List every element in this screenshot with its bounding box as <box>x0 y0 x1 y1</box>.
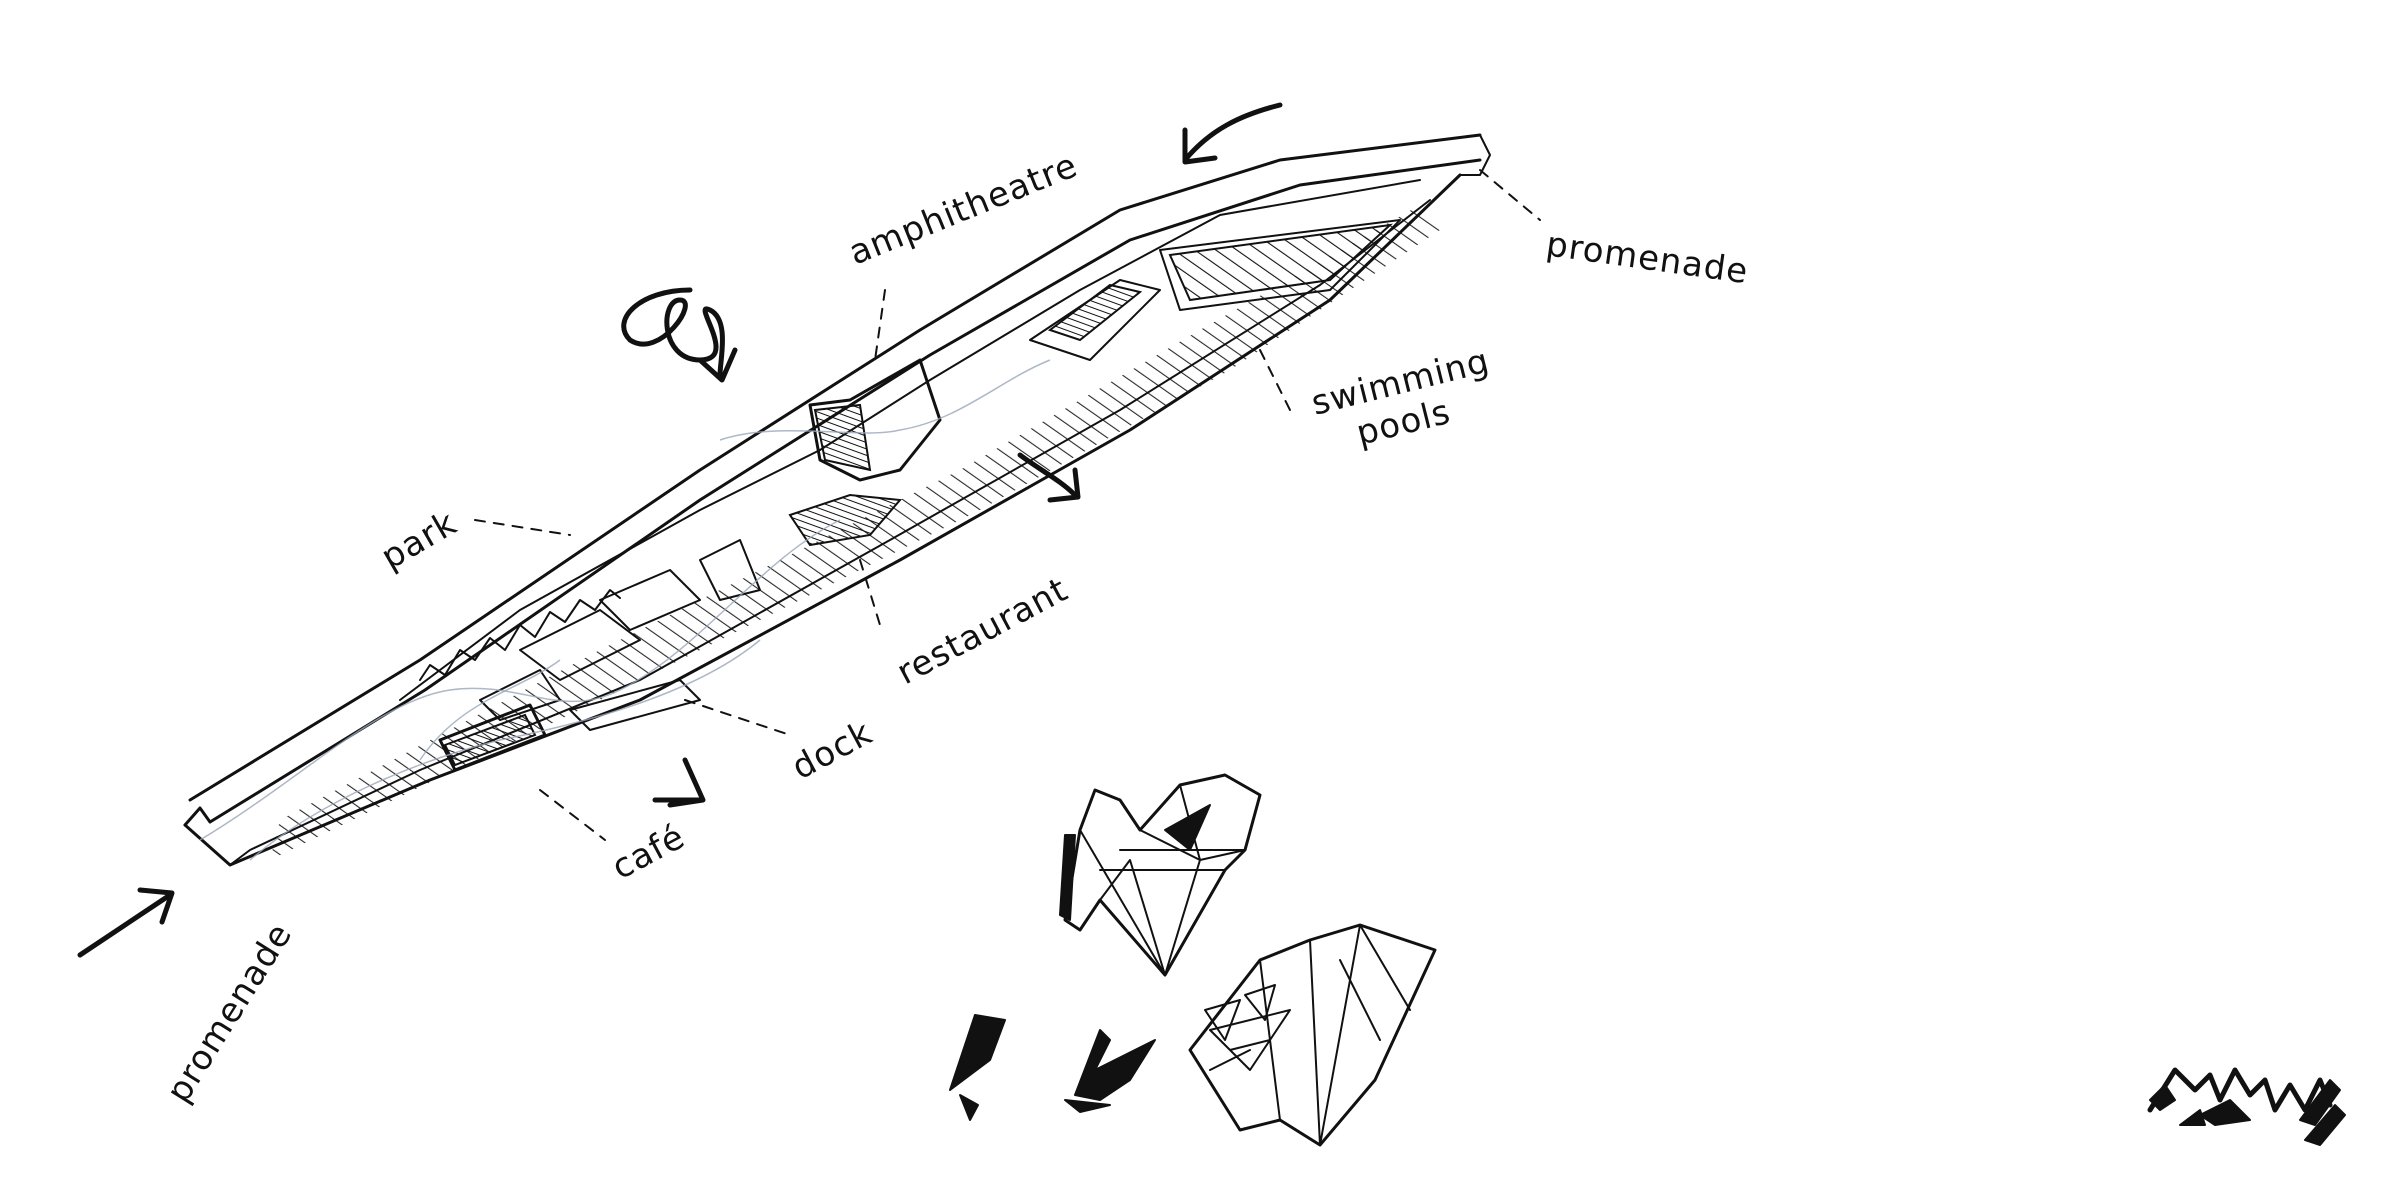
label-promenade-bottom: promenade <box>159 916 301 1110</box>
label-cafe: café <box>605 817 691 888</box>
label-promenade-top: promenade <box>1544 224 1751 292</box>
crystal-shard-icon <box>949 1014 1156 1121</box>
arrow-icon <box>1182 102 1283 165</box>
pool-block-2 <box>1168 223 1394 302</box>
park-zigzag <box>419 589 621 681</box>
amphitheatre-steps <box>813 403 872 472</box>
wind-squiggle-icon <box>621 287 738 383</box>
arrow-icon <box>1017 452 1081 503</box>
label-dock: dock <box>785 713 879 788</box>
crystal-shard-icon <box>1059 773 1262 977</box>
pier-structure <box>183 133 1491 867</box>
crystal-shard-icon <box>1188 923 1437 1147</box>
signature-mark <box>2147 1067 2346 1146</box>
arrow-icon <box>77 887 175 958</box>
label-park: park <box>375 503 464 578</box>
arrow-icon <box>652 757 706 808</box>
cafe-block <box>443 713 537 767</box>
leader-lines <box>474 169 1541 841</box>
labels: amphitheatre promenade swimming pools pa… <box>159 145 1751 1109</box>
pool-block-1 <box>1047 283 1143 342</box>
label-restaurant: restaurant <box>890 570 1074 693</box>
